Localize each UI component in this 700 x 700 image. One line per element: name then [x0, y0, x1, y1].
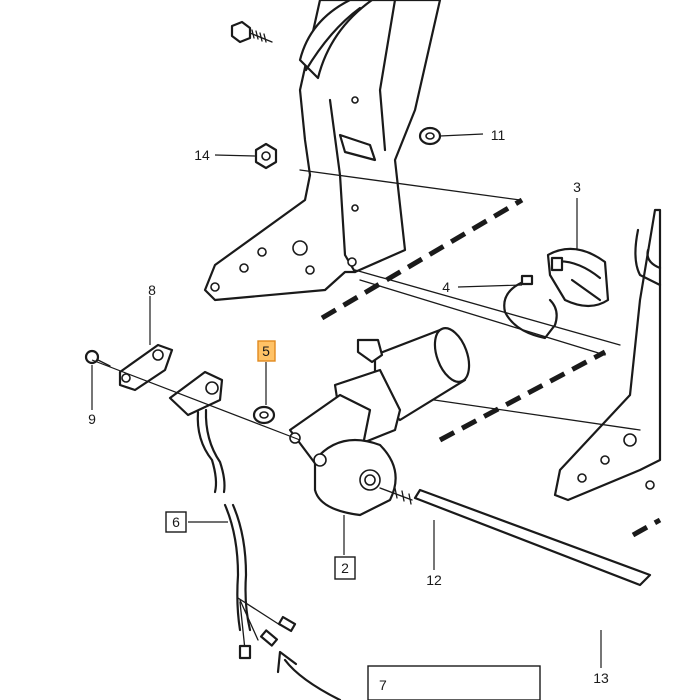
callout-11: 11 — [491, 127, 506, 143]
callout-labels: 3 4 5 6 7 8 9 11 2 12 13 14 — [88, 127, 609, 700]
part-11-bushing — [418, 126, 442, 146]
part-12-drive-shaft — [379, 487, 413, 505]
section-dash-lines — [320, 197, 662, 538]
part-3-bracket-cover — [546, 247, 610, 308]
callout-3: 3 — [573, 179, 581, 195]
cross-rails — [299, 169, 641, 431]
part-2-motor-gearbox — [288, 327, 471, 517]
callout-5-box — [257, 340, 276, 362]
callout-2: 2 — [341, 560, 349, 576]
part-8-bracket — [118, 343, 174, 392]
top-bolt — [230, 20, 273, 44]
callout-2-box — [334, 556, 356, 580]
callout-7: 7 — [379, 677, 387, 693]
callout-8: 8 — [148, 282, 156, 298]
part-13-long-tube — [413, 488, 652, 587]
part-6-wiring-harness — [168, 370, 297, 660]
part-9-screw — [84, 349, 111, 367]
callout-6: 6 — [172, 514, 180, 530]
callout-7-box — [367, 665, 541, 700]
callout-5: 5 — [262, 343, 270, 359]
arrow-to-part-7 — [276, 650, 342, 700]
callout-6-box — [165, 511, 187, 533]
part-5-washer — [252, 405, 276, 425]
callout-9: 9 — [88, 411, 96, 427]
seat-frame-right — [553, 208, 662, 502]
callout-12: 12 — [426, 572, 442, 588]
callout-14: 14 — [194, 147, 210, 163]
part-14-nut — [254, 142, 278, 170]
callout-4: 4 — [442, 279, 450, 295]
seat-frame-left — [203, 0, 442, 302]
callout-13: 13 — [593, 670, 609, 686]
callout-leaders — [91, 133, 602, 668]
part-4-spring-clip — [503, 274, 558, 340]
